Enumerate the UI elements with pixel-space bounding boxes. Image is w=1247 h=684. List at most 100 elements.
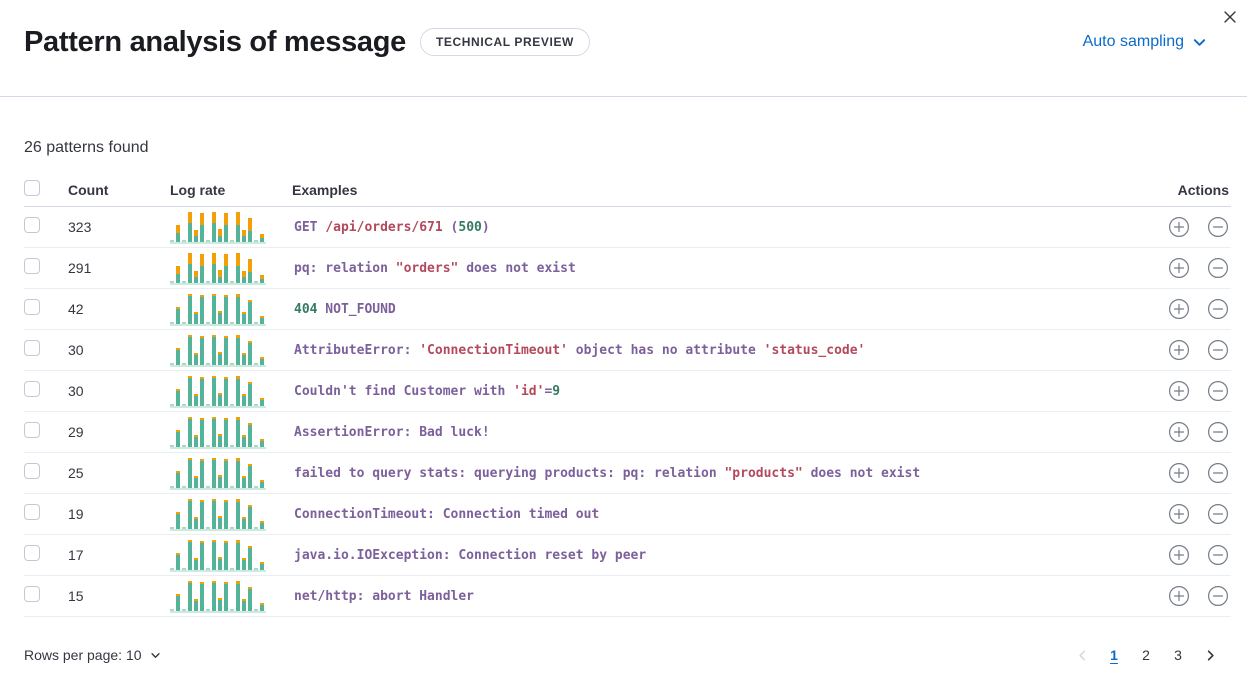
column-header-log-rate: Log rate bbox=[170, 181, 226, 198]
log-rate-sparkline bbox=[170, 416, 266, 449]
chevron-right-icon bbox=[1207, 649, 1214, 661]
pattern-count: 25 bbox=[68, 465, 84, 481]
filter-out-minus-circle-icon bbox=[1208, 422, 1228, 442]
pattern-example: failed to query stats: querying products… bbox=[294, 465, 921, 481]
pattern-count: 30 bbox=[68, 342, 84, 358]
row-checkbox[interactable] bbox=[24, 339, 40, 356]
filter-in-plus-circle-button[interactable] bbox=[1168, 257, 1190, 279]
pagination-previous-button[interactable] bbox=[1069, 642, 1095, 668]
filter-out-minus-circle-icon bbox=[1208, 340, 1228, 360]
select-all-checkbox[interactable] bbox=[24, 180, 40, 196]
pagination-page-2[interactable]: 2 bbox=[1133, 642, 1159, 668]
pattern-example: AssertionError: Bad luck! bbox=[294, 424, 490, 440]
chevron-down-icon bbox=[150, 652, 160, 658]
pattern-count: 15 bbox=[68, 588, 84, 604]
pagination-next-button[interactable] bbox=[1197, 642, 1223, 668]
filter-out-minus-circle-button[interactable] bbox=[1207, 298, 1229, 320]
filter-in-plus-circle-icon bbox=[1169, 340, 1189, 360]
filter-out-minus-circle-button[interactable] bbox=[1207, 421, 1229, 443]
filter-in-plus-circle-icon bbox=[1169, 217, 1189, 237]
filter-in-plus-circle-button[interactable] bbox=[1168, 216, 1190, 238]
pattern-example: Couldn't find Customer with 'id'=9 bbox=[294, 383, 561, 399]
log-rate-sparkline bbox=[170, 293, 266, 326]
filter-in-plus-circle-button[interactable] bbox=[1168, 421, 1190, 443]
pattern-count: 29 bbox=[68, 424, 84, 440]
filter-out-minus-circle-icon bbox=[1208, 463, 1228, 483]
row-checkbox[interactable] bbox=[24, 544, 40, 561]
table-row: 25 failed to query stats: querying produc… bbox=[24, 453, 1231, 494]
filter-out-minus-circle-button[interactable] bbox=[1207, 503, 1229, 525]
log-rate-sparkline bbox=[170, 375, 266, 408]
log-rate-sparkline bbox=[170, 334, 266, 367]
filter-out-minus-circle-button[interactable] bbox=[1207, 380, 1229, 402]
filter-out-minus-circle-button[interactable] bbox=[1207, 462, 1229, 484]
column-header-actions: Actions bbox=[1177, 181, 1229, 198]
filter-in-plus-circle-button[interactable] bbox=[1168, 380, 1190, 402]
row-checkbox[interactable] bbox=[24, 421, 40, 438]
filter-out-minus-circle-icon bbox=[1208, 381, 1228, 401]
technical-preview-badge: TECHNICAL PREVIEW bbox=[419, 28, 590, 56]
pattern-count: 19 bbox=[68, 506, 84, 522]
log-rate-sparkline bbox=[170, 539, 266, 572]
sampling-label: Auto sampling bbox=[1082, 33, 1184, 50]
table-row: 29 AssertionError: Bad luck! bbox=[24, 412, 1231, 453]
filter-in-plus-circle-icon bbox=[1169, 422, 1189, 442]
filter-in-plus-circle-icon bbox=[1169, 299, 1189, 319]
row-checkbox[interactable] bbox=[24, 298, 40, 315]
chevron-down-icon bbox=[1193, 38, 1206, 46]
row-checkbox[interactable] bbox=[24, 585, 40, 602]
pagination-page-1[interactable]: 1 bbox=[1101, 642, 1127, 668]
pattern-example: java.io.IOException: Connection reset by… bbox=[294, 547, 647, 563]
filter-out-minus-circle-button[interactable] bbox=[1207, 544, 1229, 566]
rows-per-page-label: Rows per page: 10 bbox=[24, 647, 142, 663]
log-rate-sparkline bbox=[170, 252, 266, 285]
filter-in-plus-circle-button[interactable] bbox=[1168, 544, 1190, 566]
filter-out-minus-circle-icon bbox=[1208, 299, 1228, 319]
filter-in-plus-circle-button[interactable] bbox=[1168, 503, 1190, 525]
column-header-examples: Examples bbox=[292, 181, 358, 198]
pattern-count: 42 bbox=[68, 301, 84, 317]
table-row: 42 404 NOT_FOUND bbox=[24, 289, 1231, 330]
filter-out-minus-circle-button[interactable] bbox=[1207, 257, 1229, 279]
filter-out-minus-circle-icon bbox=[1208, 217, 1228, 237]
row-checkbox[interactable] bbox=[24, 380, 40, 397]
filter-in-plus-circle-button[interactable] bbox=[1168, 298, 1190, 320]
patterns-found-text: 26 patterns found bbox=[24, 139, 149, 156]
filter-in-plus-circle-button[interactable] bbox=[1168, 339, 1190, 361]
pattern-count: 291 bbox=[68, 260, 92, 276]
log-rate-sparkline bbox=[170, 457, 266, 490]
log-rate-sparkline bbox=[170, 498, 266, 531]
rows-per-page-button[interactable]: Rows per page: 10 bbox=[24, 647, 161, 663]
filter-in-plus-circle-button[interactable] bbox=[1168, 585, 1190, 607]
close-button[interactable] bbox=[1217, 4, 1243, 30]
table-header-row: Count Log rate Examples Actions bbox=[24, 173, 1231, 207]
pagination-page-3[interactable]: 3 bbox=[1165, 642, 1191, 668]
chevron-left-icon bbox=[1078, 649, 1085, 661]
log-rate-sparkline bbox=[170, 580, 266, 613]
filter-in-plus-circle-icon bbox=[1169, 586, 1189, 606]
filter-in-plus-circle-button[interactable] bbox=[1168, 462, 1190, 484]
filter-out-minus-circle-button[interactable] bbox=[1207, 339, 1229, 361]
row-checkbox[interactable] bbox=[24, 503, 40, 520]
row-checkbox[interactable] bbox=[24, 257, 40, 274]
pattern-example: GET /api/orders/671 (500) bbox=[294, 219, 490, 235]
row-checkbox[interactable] bbox=[24, 216, 40, 233]
row-checkbox[interactable] bbox=[24, 462, 40, 479]
pattern-example: ConnectionTimeout: Connection timed out bbox=[294, 506, 600, 522]
filter-out-minus-circle-icon bbox=[1208, 586, 1228, 606]
filter-out-minus-circle-button[interactable] bbox=[1207, 585, 1229, 607]
filter-out-minus-circle-button[interactable] bbox=[1207, 216, 1229, 238]
sampling-dropdown[interactable]: Auto sampling bbox=[1083, 33, 1207, 51]
pattern-example: 404 NOT_FOUND bbox=[294, 301, 396, 317]
